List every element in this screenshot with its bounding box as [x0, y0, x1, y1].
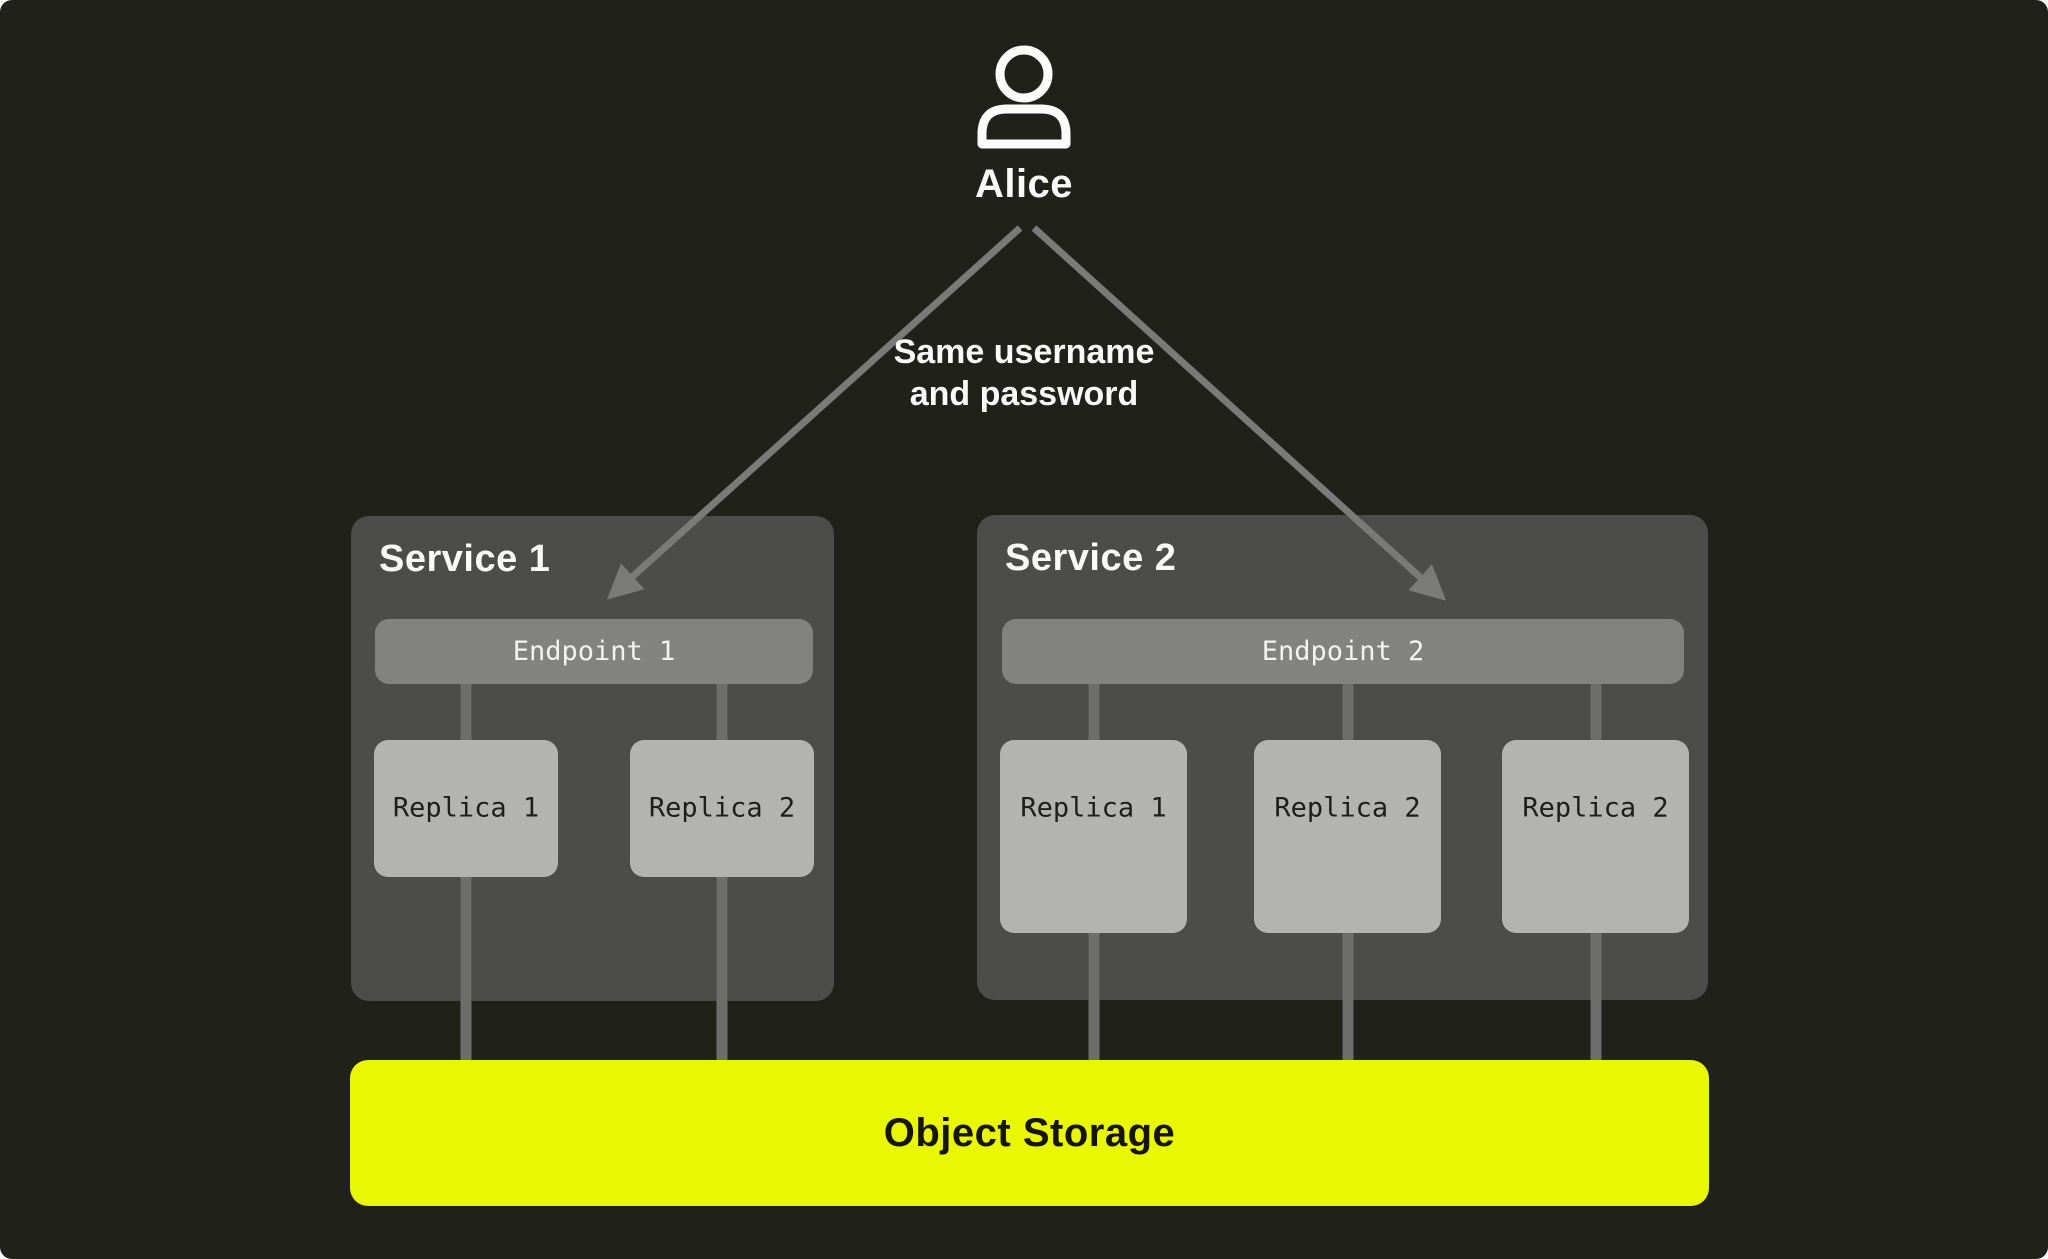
service-1-endpoint: Endpoint 1	[375, 619, 813, 684]
user-icon	[977, 45, 1071, 149]
service-2-replica-2: Replica 2	[1254, 740, 1441, 933]
service-2-replica-1-label: Replica 1	[1020, 792, 1167, 824]
service-2-endpoint: Endpoint 2	[1002, 619, 1684, 684]
service-1-replica-2-label: Replica 2	[648, 792, 796, 824]
service-2-replica-3: Replica 2	[1502, 740, 1689, 933]
credentials-annotation-line-1: Same username	[893, 333, 1155, 371]
credentials-annotation-line-2: and password	[909, 375, 1139, 413]
user-figure: Alice	[972, 38, 1076, 207]
object-storage-bar: Object Storage	[350, 1060, 1709, 1206]
service-1-title: Service 1	[379, 538, 551, 580]
service-2-replica-3-label: Replica 2	[1522, 792, 1669, 824]
credentials-annotation: Same username and password	[824, 331, 1224, 415]
service-2-replica-1: Replica 1	[1000, 740, 1187, 933]
service-1-replica-1-label: Replica 1	[392, 792, 540, 824]
service-2-replica-2-label: Replica 2	[1274, 792, 1421, 824]
service-2-title: Service 2	[1005, 537, 1177, 579]
service-1-replica-1: Replica 1	[374, 740, 558, 877]
service-1-replica-2: Replica 2	[630, 740, 814, 877]
object-storage-label: Object Storage	[883, 1110, 1176, 1155]
arrow-alice-to-endpoint-2	[1031, 225, 1447, 601]
arrow-alice-to-endpoint-1	[606, 225, 1023, 600]
user-label: Alice	[974, 162, 1074, 206]
